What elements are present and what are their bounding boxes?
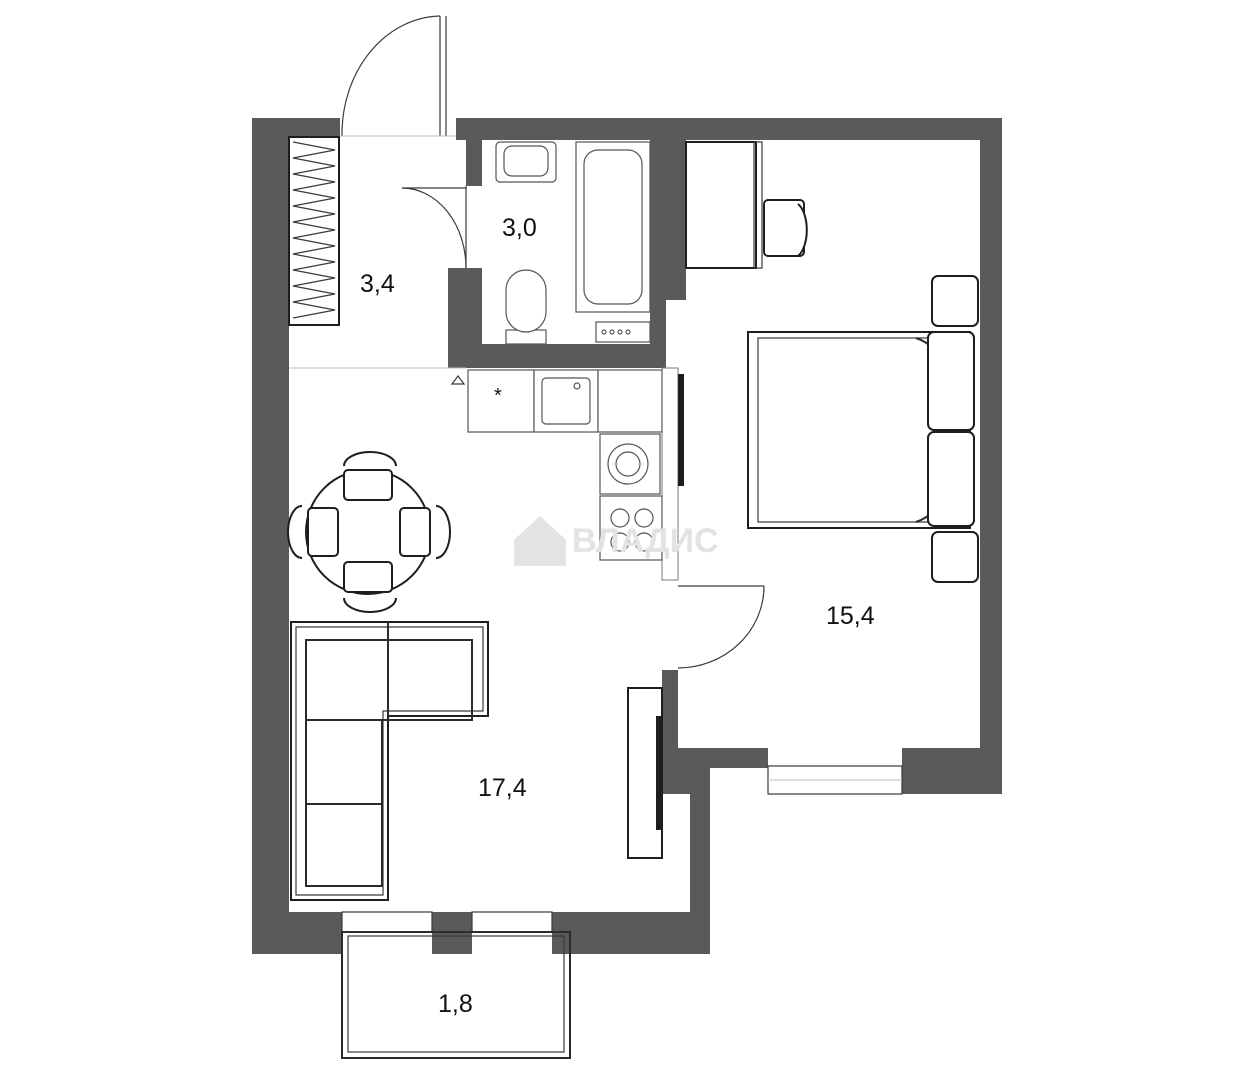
area-bathroom: 3,0 bbox=[502, 214, 537, 242]
area-balcony: 1,8 bbox=[438, 990, 473, 1018]
area-hallway: 3,4 bbox=[360, 270, 395, 298]
kitchen-fixtures bbox=[450, 369, 663, 561]
area-bedroom: 15,4 bbox=[826, 602, 875, 630]
corner-sofa bbox=[290, 621, 489, 901]
bedroom-furniture bbox=[685, 141, 979, 583]
watermark-text: ВЛАДИС bbox=[572, 522, 719, 560]
ventilation-mark: * bbox=[494, 385, 502, 407]
doors-windows bbox=[289, 15, 903, 1059]
dining-table bbox=[287, 451, 451, 613]
area-living-kitchen: 17,4 bbox=[478, 774, 527, 802]
watermark: ВЛАДИС bbox=[514, 516, 719, 566]
walls bbox=[252, 118, 1002, 954]
bathroom-fixtures bbox=[495, 141, 651, 345]
wardrobe bbox=[288, 136, 340, 326]
tv-stands bbox=[627, 374, 684, 859]
